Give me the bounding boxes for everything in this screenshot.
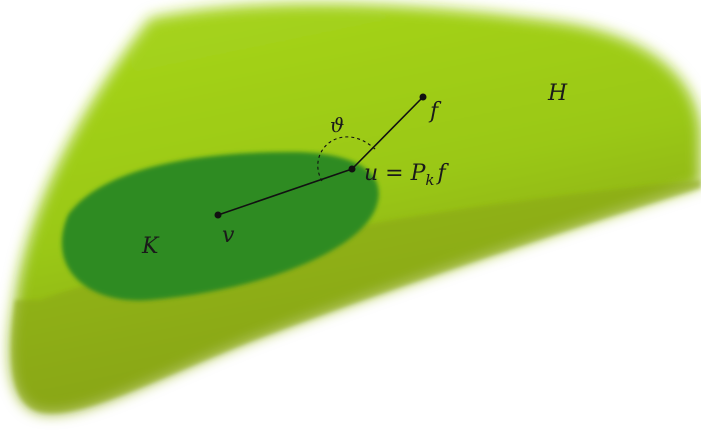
space-H-lower-edge <box>11 180 701 414</box>
label-H: H <box>547 81 568 106</box>
set-K-region <box>61 152 379 301</box>
label-v: v <box>222 223 235 248</box>
segment-v-u <box>217 168 353 216</box>
angle-arc <box>317 136 377 182</box>
point-u <box>348 165 356 173</box>
point-f <box>419 93 427 101</box>
label-angle: ϑ <box>330 113 344 137</box>
point-v <box>214 211 222 219</box>
label-u-main: u = P <box>364 161 427 186</box>
segment-u-f <box>351 96 424 170</box>
label-u-subscript: k <box>425 171 434 189</box>
label-K: K <box>141 234 160 259</box>
